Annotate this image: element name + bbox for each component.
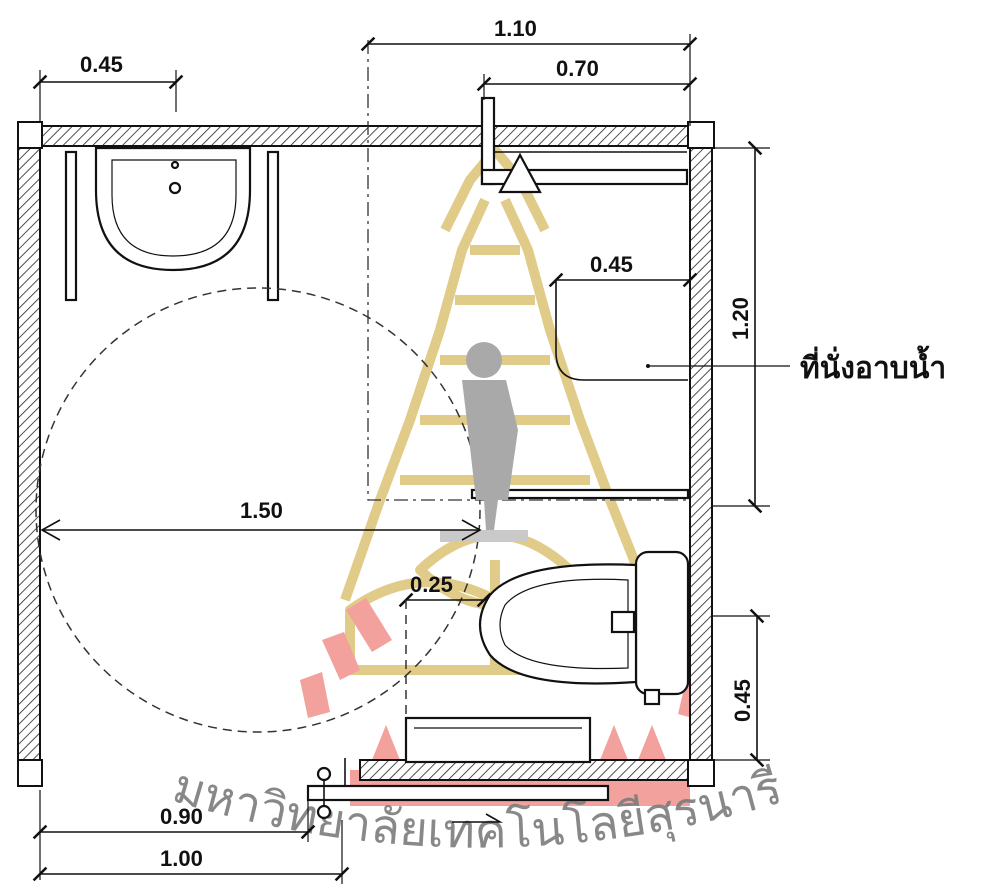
top-wall <box>39 125 691 147</box>
dim-toilet-height: 0.45 <box>712 608 770 768</box>
person-figure <box>440 342 528 542</box>
dim-toilet-height-label: 0.45 <box>730 679 755 722</box>
turning-circle <box>35 287 481 733</box>
dim-toilet-offset-label: 0.25 <box>410 572 453 597</box>
dim-door-to-wall: 1.10 <box>360 16 698 126</box>
dim-shower-rail: 0.70 <box>476 56 698 100</box>
shower-seat-callout: ที่นั่งอาบน้ำ <box>648 345 946 385</box>
dim-shower-rail-label: 0.70 <box>556 56 599 81</box>
shower-centre-line <box>367 40 690 501</box>
sliding-door <box>306 758 610 823</box>
toilet <box>479 550 690 706</box>
dim-door-to-wall-label: 1.10 <box>494 16 537 41</box>
dim-basin-width: 0.45 <box>32 52 184 122</box>
dim-door-clear-label: 0.90 <box>160 804 203 829</box>
corner-post-tr <box>687 121 715 149</box>
corner-post-br <box>687 759 715 787</box>
corner-post-bl <box>17 759 43 787</box>
dim-toilet-offset: 0.25 <box>398 572 492 718</box>
dim-door-overall-label: 1.00 <box>160 846 203 871</box>
dim-basin-width-label: 0.45 <box>80 52 123 77</box>
dim-door-clear: 0.90 <box>32 790 316 880</box>
wash-basin <box>64 146 280 302</box>
dim-seat-length: 1.20 <box>712 140 770 514</box>
dim-turning-circle-label: 1.50 <box>240 498 283 523</box>
right-wall <box>689 145 713 761</box>
walls <box>17 121 715 787</box>
dim-seat-depth-label: 0.45 <box>590 252 633 277</box>
bench <box>404 716 592 764</box>
shower-seat-label: ที่นั่งอาบน้ำ <box>800 345 946 385</box>
shower-fitting <box>480 96 689 194</box>
dim-door-overall: 1.00 <box>32 820 350 884</box>
dim-seat-depth: 0.45 <box>548 252 698 288</box>
left-wall <box>17 145 41 761</box>
dim-seat-length-label: 1.20 <box>728 297 753 340</box>
dim-turning-circle: 1.50 <box>40 498 482 541</box>
corner-post-tl <box>17 121 43 149</box>
